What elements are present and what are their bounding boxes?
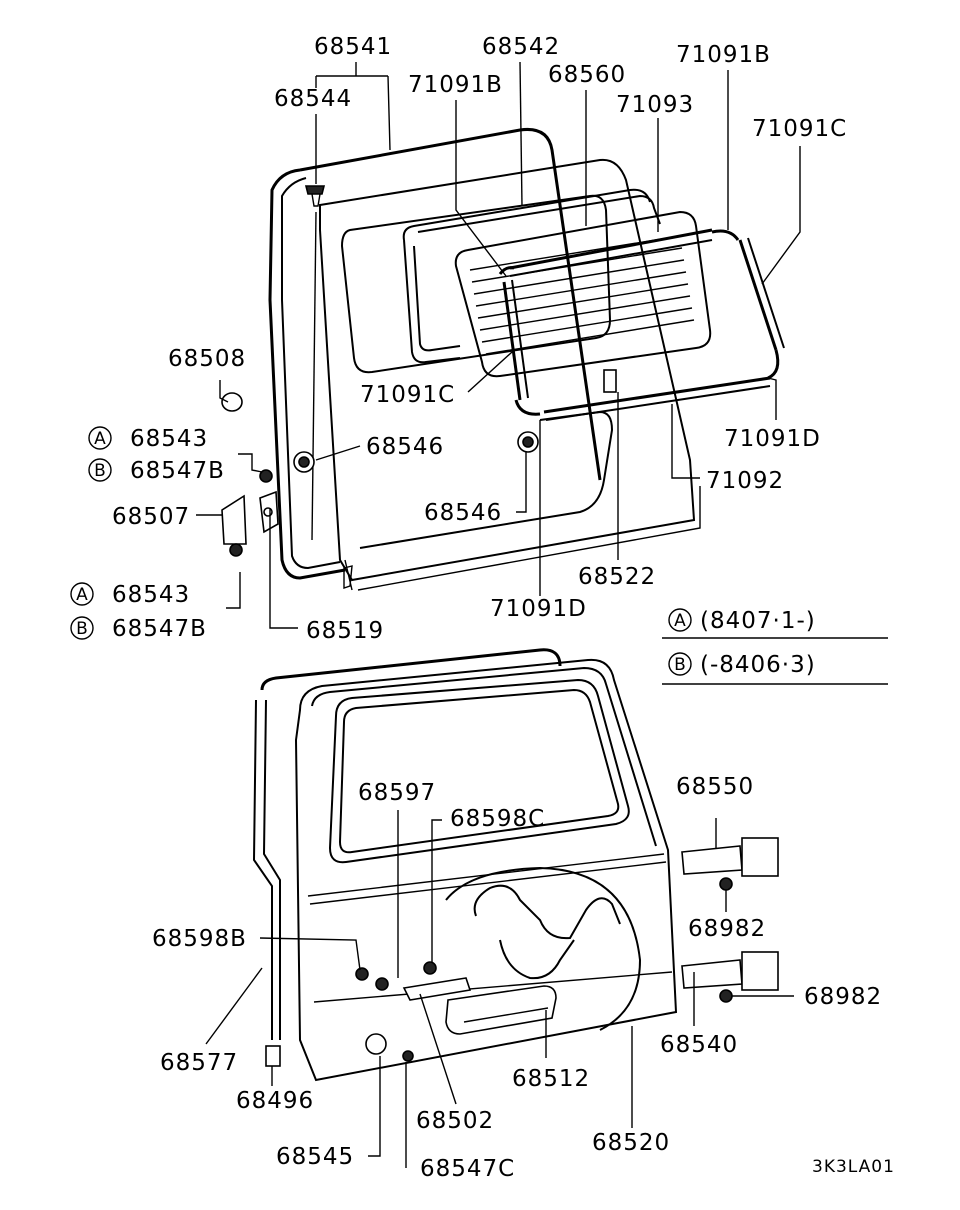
hinge-68540-plate xyxy=(681,959,743,989)
handle-68512 xyxy=(445,985,557,1035)
clip-68522 xyxy=(603,369,617,393)
label-68598c: 68598C xyxy=(450,806,545,832)
upper-door-assembly xyxy=(221,127,785,591)
plug-68508 xyxy=(221,392,243,412)
label-68547b-upper: 68547B xyxy=(130,458,225,484)
label-68547c: 68547C xyxy=(420,1156,515,1182)
label-68512: 68512 xyxy=(512,1066,590,1092)
latch-68502 xyxy=(402,977,472,1001)
label-68560: 68560 xyxy=(548,62,626,88)
plug-68496 xyxy=(265,1045,281,1067)
label-68507: 68507 xyxy=(112,504,190,530)
label-71091d-lower: 71091D xyxy=(490,596,587,622)
label-68597: 68597 xyxy=(358,780,436,806)
clip-68544 xyxy=(304,185,326,195)
label-68546-lower: 68546 xyxy=(424,500,502,526)
label-71091d-right: 71091D xyxy=(724,426,821,452)
lower-door-assembly xyxy=(252,648,779,1082)
legend-marker-b: B xyxy=(674,655,686,675)
diagram-code: 3K3LA01 xyxy=(812,1157,895,1177)
part-labels: 68541 68542 71091B 71091B 68560 68544 71… xyxy=(112,34,895,1182)
hinge-68550-knuckle xyxy=(741,837,779,877)
legend-range-b: (-8406·3) xyxy=(700,652,816,678)
marker-a-lower: A xyxy=(76,585,88,605)
bolt-68982-lower xyxy=(719,989,733,1003)
label-68543-upper: 68543 xyxy=(130,426,208,452)
label-71091b-left: 71091B xyxy=(408,72,503,98)
revision-markers: A B A B xyxy=(70,426,112,640)
bolt-68982-upper xyxy=(719,877,733,891)
label-71092: 71092 xyxy=(706,468,784,494)
label-71093: 71093 xyxy=(616,92,694,118)
label-68543-lower: 68543 xyxy=(112,582,190,608)
label-68540: 68540 xyxy=(660,1032,738,1058)
label-68982-lower: 68982 xyxy=(804,984,882,1010)
label-68546-upper: 68546 xyxy=(366,434,444,460)
label-68982-upper: 68982 xyxy=(688,916,766,942)
label-71091b-right: 71091B xyxy=(676,42,771,68)
label-68502: 68502 xyxy=(416,1108,494,1134)
label-68547b-lower: 68547B xyxy=(112,616,207,642)
bumper-68597 xyxy=(375,977,389,991)
bumper-68598c xyxy=(423,961,437,975)
label-68520: 68520 xyxy=(592,1130,670,1156)
label-68544: 68544 xyxy=(274,86,352,112)
screw-68547c xyxy=(402,1050,414,1062)
label-68519: 68519 xyxy=(306,618,384,644)
label-68598b: 68598B xyxy=(152,926,247,952)
marker-b-upper: B xyxy=(94,461,106,481)
label-68542: 68542 xyxy=(482,34,560,60)
label-68508: 68508 xyxy=(168,346,246,372)
hinge-68540-knuckle xyxy=(741,951,779,991)
label-68577: 68577 xyxy=(160,1050,238,1076)
marker-a-upper: A xyxy=(94,429,106,449)
hinge-68550-plate xyxy=(681,845,743,875)
bumper-68598b xyxy=(355,967,369,981)
leader-lines xyxy=(196,61,801,1168)
legend: A (8407·1-) B (-8406·3) xyxy=(662,608,888,685)
marker-b-lower: B xyxy=(76,619,88,639)
label-71091c-left: 71091C xyxy=(360,382,455,408)
label-68522: 68522 xyxy=(578,564,656,590)
label-68550: 68550 xyxy=(676,774,754,800)
striker-68545 xyxy=(365,1033,387,1055)
label-68496: 68496 xyxy=(236,1088,314,1114)
label-68541: 68541 xyxy=(314,34,392,60)
bracket-68507 xyxy=(221,494,247,545)
label-68545: 68545 xyxy=(276,1144,354,1170)
label-71091c-right: 71091C xyxy=(752,116,847,142)
legend-marker-a: A xyxy=(674,611,686,631)
legend-range-a: (8407·1-) xyxy=(700,608,816,634)
